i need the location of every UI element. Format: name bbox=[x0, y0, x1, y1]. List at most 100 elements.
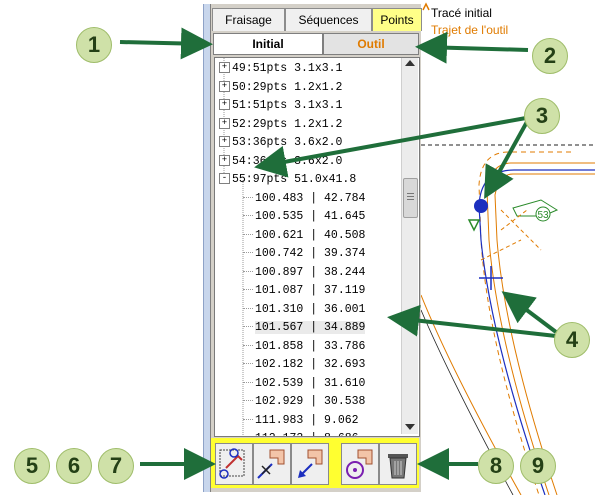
direction-triangle-icon bbox=[467, 219, 481, 232]
tree-row[interactable]: 102.182 | 32.693 bbox=[243, 356, 365, 374]
legend-tool-path: Trajet de l'outil bbox=[431, 23, 509, 37]
tree-connector bbox=[243, 363, 253, 365]
tree-scrollbar[interactable] bbox=[401, 58, 418, 434]
tree-row[interactable]: -55:97pts 51.0x41.8 bbox=[219, 171, 356, 189]
tree-node-label: 53:36pts 3.6x2.0 bbox=[232, 136, 343, 149]
point-coordinate: 111.983 | 9.062 bbox=[255, 413, 359, 427]
point-coordinate: 100.897 | 38.244 bbox=[255, 265, 366, 279]
point-coordinate: 112.173 | 8.686 bbox=[255, 432, 359, 436]
contour-number-marker bbox=[535, 206, 551, 222]
badge-9: 9 bbox=[520, 448, 556, 484]
point-coordinate: 101.567 | 34.889 bbox=[255, 321, 366, 334]
move-start-button[interactable] bbox=[253, 443, 291, 485]
tree-row[interactable]: 101.858 | 33.786 bbox=[243, 338, 365, 356]
tree-row[interactable]: +53:36pts 3.6x2.0 bbox=[219, 134, 342, 152]
tree-connector bbox=[243, 196, 253, 198]
point-coordinate: 100.535 | 41.645 bbox=[255, 210, 366, 223]
tree-row[interactable]: 100.897 | 38.244 bbox=[243, 264, 365, 282]
expand-icon[interactable]: + bbox=[219, 136, 230, 148]
tree-connector bbox=[243, 344, 253, 346]
points-tree[interactable]: +49:51pts 3.1x3.1+50:29pts 1.2x1.2+51:51… bbox=[214, 57, 420, 437]
tree-node-label: 54:36pts 3.6x2.0 bbox=[232, 154, 343, 168]
legend-initial: Tracé initial bbox=[431, 6, 492, 20]
expand-icon[interactable]: + bbox=[219, 99, 230, 111]
legend-marker-icon bbox=[422, 2, 430, 11]
tree-row[interactable]: 100.742 | 39.374 bbox=[243, 245, 365, 263]
tab-sequences[interactable]: Séquences bbox=[285, 8, 372, 31]
badge-7: 7 bbox=[98, 448, 134, 484]
tree-connector bbox=[243, 307, 253, 309]
badge-3: 3 bbox=[524, 98, 560, 134]
tree-row[interactable]: +51:51pts 3.1x3.1 bbox=[219, 97, 342, 115]
point-coordinate: 100.742 | 39.374 bbox=[255, 247, 366, 260]
point-coordinate: 101.858 | 33.786 bbox=[255, 339, 366, 353]
tree-row[interactable]: 111.983 | 9.062 bbox=[243, 412, 359, 430]
tree-connector bbox=[243, 326, 253, 328]
delete-button[interactable] bbox=[379, 443, 417, 485]
tree-connector bbox=[243, 400, 253, 402]
reverse-direction-button[interactable] bbox=[341, 443, 379, 485]
expand-icon[interactable]: + bbox=[219, 117, 230, 129]
cad-drawing-area[interactable]: 53 bbox=[421, 40, 595, 495]
tree-connector bbox=[243, 418, 253, 420]
point-coordinate: 102.182 | 32.693 bbox=[255, 358, 366, 371]
point-coordinate: 100.483 | 42.784 bbox=[255, 191, 366, 205]
reverse-direction-icon bbox=[346, 449, 373, 479]
move-end-button[interactable] bbox=[291, 443, 329, 485]
tree-row[interactable]: 102.539 | 31.610 bbox=[243, 375, 365, 393]
point-coordinate: 101.310 | 36.001 bbox=[255, 302, 366, 316]
scroll-up-icon[interactable] bbox=[405, 60, 415, 66]
contour-number-label: 53 bbox=[537, 210, 549, 221]
subtab-initial[interactable]: Initial bbox=[213, 33, 323, 55]
tree-connector bbox=[243, 381, 253, 383]
tree-row[interactable]: +49:51pts 3.1x3.1 bbox=[219, 60, 342, 78]
point-coordinate: 102.929 | 30.538 bbox=[255, 395, 366, 408]
select-contour-button[interactable] bbox=[215, 443, 253, 485]
badge-5: 5 bbox=[14, 448, 50, 484]
tree-row[interactable]: 100.535 | 41.645 bbox=[243, 208, 365, 226]
badge-4: 4 bbox=[554, 322, 590, 358]
tree-row[interactable]: 112.173 | 8.686 bbox=[243, 430, 359, 436]
badge-1: 1 bbox=[76, 27, 112, 63]
select-contour-icon bbox=[219, 448, 245, 479]
badge-2: 2 bbox=[532, 38, 568, 74]
subtab-outil[interactable]: Outil bbox=[323, 33, 419, 55]
trash-icon bbox=[388, 454, 408, 479]
move-start-icon bbox=[257, 449, 285, 479]
scroll-down-icon[interactable] bbox=[405, 424, 415, 430]
badge-6: 6 bbox=[56, 448, 92, 484]
tree-connector bbox=[243, 215, 253, 217]
point-coordinate: 100.621 | 40.508 bbox=[255, 228, 366, 242]
tree-row[interactable]: 100.483 | 42.784 bbox=[243, 190, 365, 208]
expand-icon[interactable]: + bbox=[219, 80, 230, 92]
scroll-thumb[interactable] bbox=[403, 178, 418, 218]
tree-connector bbox=[243, 233, 253, 235]
tab-points[interactable]: Points bbox=[372, 8, 422, 31]
tree-row[interactable]: 100.621 | 40.508 bbox=[243, 227, 365, 245]
tree-node-label: 55:97pts 51.0x41.8 bbox=[232, 173, 357, 186]
tree-row[interactable]: 102.929 | 30.538 bbox=[243, 393, 365, 411]
expand-icon[interactable]: + bbox=[219, 62, 230, 74]
collapse-icon[interactable]: - bbox=[219, 173, 230, 185]
tree-row[interactable]: +52:29pts 1.2x1.2 bbox=[219, 116, 342, 134]
tree-node-label: 52:29pts 1.2x1.2 bbox=[232, 117, 343, 131]
start-point-marker[interactable] bbox=[474, 199, 488, 213]
tab-fraisage[interactable]: Fraisage bbox=[212, 8, 285, 31]
tree-connector bbox=[243, 289, 253, 291]
expand-icon[interactable]: + bbox=[219, 154, 230, 166]
badge-8: 8 bbox=[478, 448, 514, 484]
tree-row[interactable]: +54:36pts 3.6x2.0 bbox=[219, 153, 342, 171]
window-frame-edge bbox=[203, 4, 211, 492]
point-coordinate: 101.087 | 37.119 bbox=[255, 284, 366, 297]
move-end-icon bbox=[298, 449, 323, 478]
point-coordinate: 102.539 | 31.610 bbox=[255, 376, 366, 390]
tree-row[interactable]: 101.567 | 34.889 bbox=[243, 319, 366, 337]
tree-row[interactable]: 101.087 | 37.119 bbox=[243, 282, 365, 300]
tree-connector bbox=[243, 270, 253, 272]
tree-connector bbox=[243, 252, 253, 254]
tree-row[interactable]: +50:29pts 1.2x1.2 bbox=[219, 79, 342, 97]
tree-node-label: 49:51pts 3.1x3.1 bbox=[232, 62, 343, 75]
tree-node-label: 51:51pts 3.1x3.1 bbox=[232, 99, 343, 112]
tree-node-label: 50:29pts 1.2x1.2 bbox=[232, 80, 343, 94]
tree-row[interactable]: 101.310 | 36.001 bbox=[243, 301, 365, 319]
